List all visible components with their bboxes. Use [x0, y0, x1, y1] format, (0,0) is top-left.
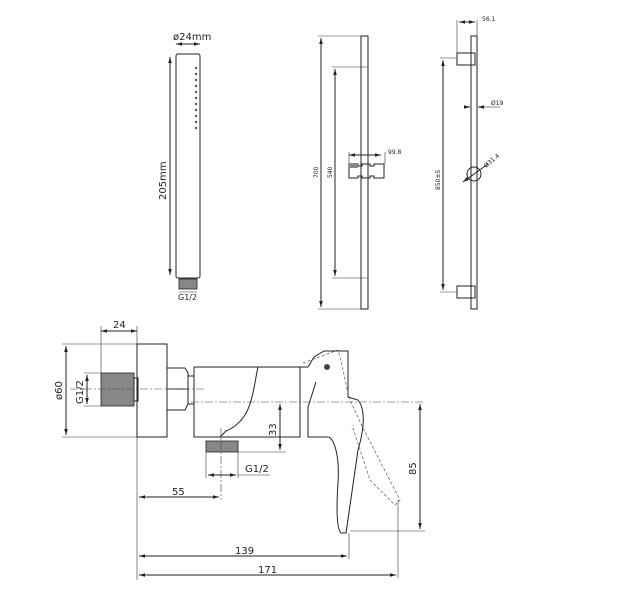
- holder-diameter-label: Ø31.4: [483, 152, 501, 169]
- hand-shower-thread-label: G1/2: [178, 293, 197, 302]
- lever-height-label: 85: [408, 462, 419, 475]
- hand-shower-diameter-label: ø24mm: [173, 32, 211, 43]
- hand-shower-length-label: 205mm: [158, 161, 169, 200]
- holder-width-label: 99.8: [388, 149, 402, 156]
- rail-diameter-label: Ø19: [491, 100, 504, 107]
- outlet-thread-label: G1/2: [245, 464, 269, 475]
- rail-slide-range-label: 540: [327, 166, 334, 178]
- body-length-label: 139: [235, 546, 254, 557]
- total-length-label: 171: [258, 565, 277, 576]
- hand-shower: [168, 42, 201, 293]
- outlet-height-label: 33: [268, 423, 279, 436]
- rail-front-view: [318, 35, 386, 310]
- inlet-thread-label: G1/2: [75, 380, 86, 404]
- bracket-depth-label: 56.1: [482, 16, 496, 23]
- thread-length-label: 24: [113, 320, 126, 331]
- plate-diameter-label: ø60: [54, 381, 65, 400]
- rail-side-view: [440, 20, 500, 310]
- outlet-offset-label: 55: [172, 487, 185, 498]
- bracket-spacing-label: 850±5: [435, 170, 442, 190]
- shower-mixer: [62, 326, 425, 580]
- rail-height-label: 700: [313, 166, 320, 178]
